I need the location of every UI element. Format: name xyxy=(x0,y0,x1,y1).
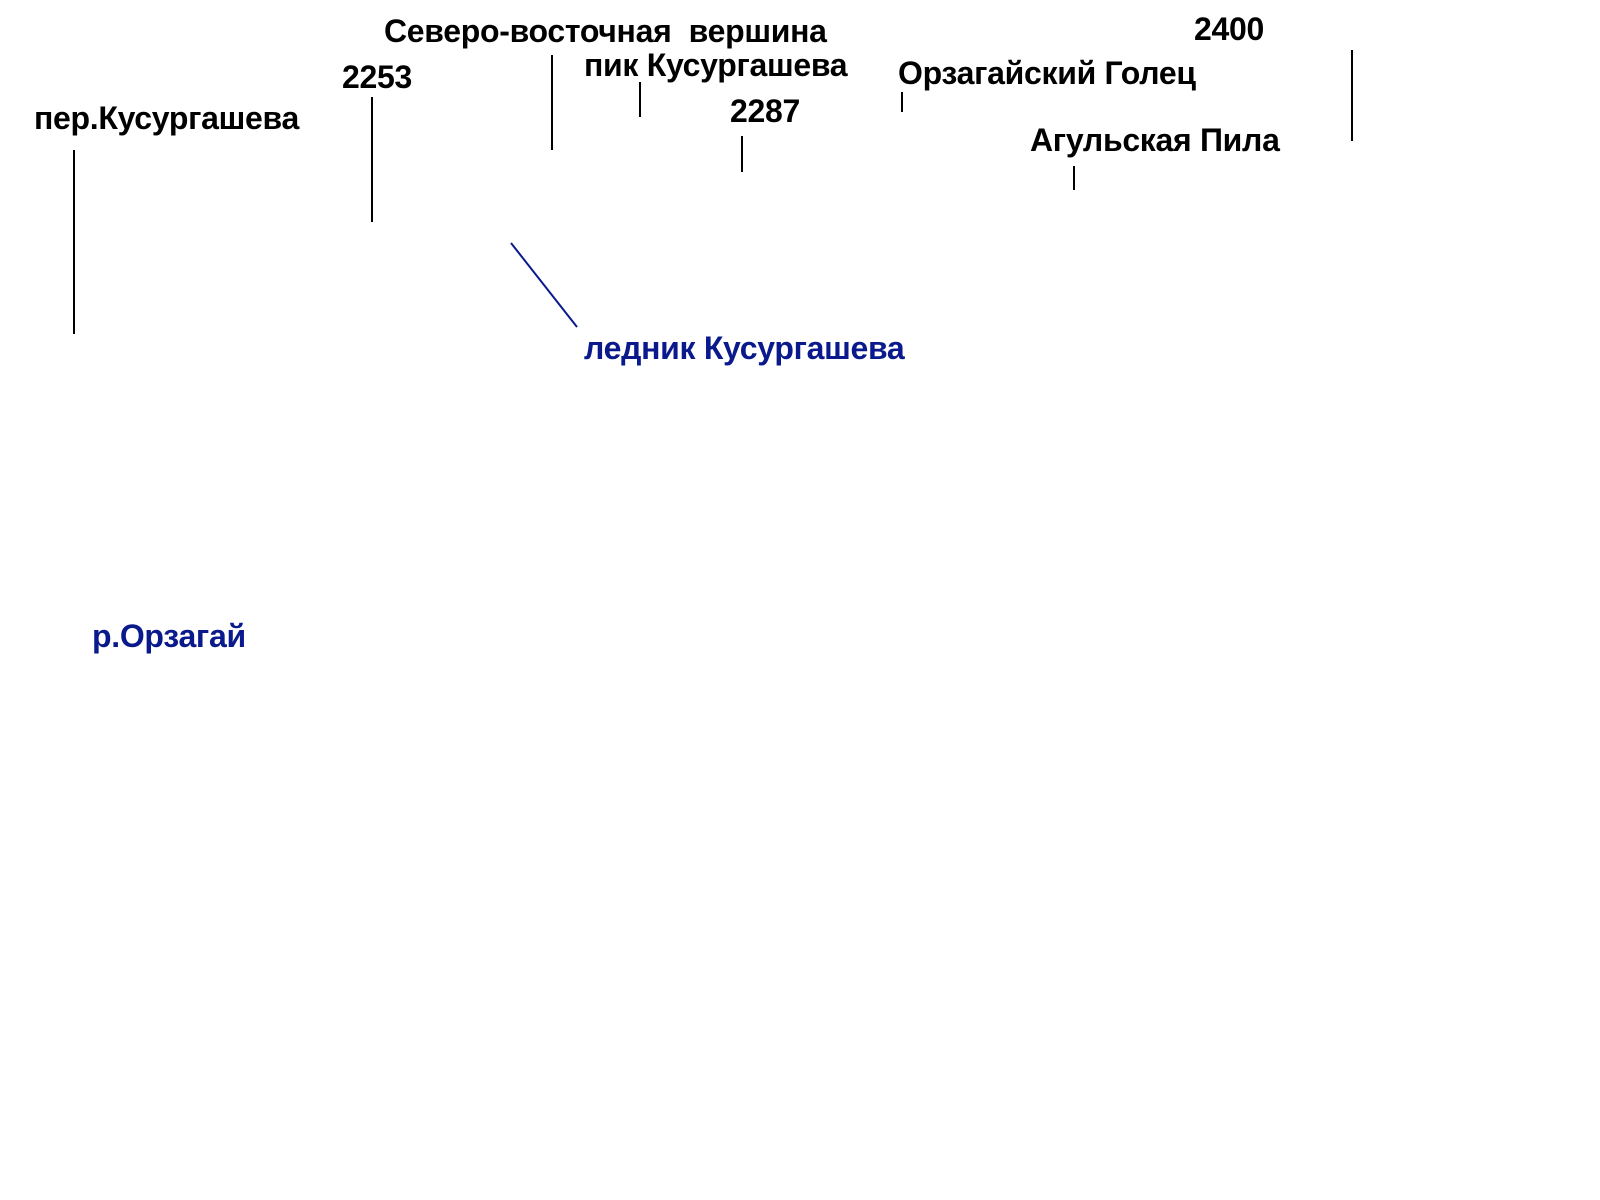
label-peak-kusurgasheva: пик Кусургашева xyxy=(584,47,848,83)
label-elevation-2253: 2253 xyxy=(342,59,412,95)
label-elevation-2287: 2287 xyxy=(730,93,800,129)
label-river-orzagai: р.Орзагай xyxy=(92,618,246,654)
label-elevation-2400: 2400 xyxy=(1194,11,1264,47)
leader-glacier-kusurgasheva xyxy=(510,242,578,328)
label-ne-summit: Северо-восточная вершина xyxy=(384,13,827,49)
label-glacier-kusurgasheva: ледник Кусургашева xyxy=(584,330,905,366)
label-orzagai-golets: Орзагайский Голец xyxy=(898,55,1196,91)
label-pass-kusurgasheva: пер.Кусургашева xyxy=(34,100,299,136)
label-agulskaya-pila: Агульская Пила xyxy=(1030,122,1280,158)
